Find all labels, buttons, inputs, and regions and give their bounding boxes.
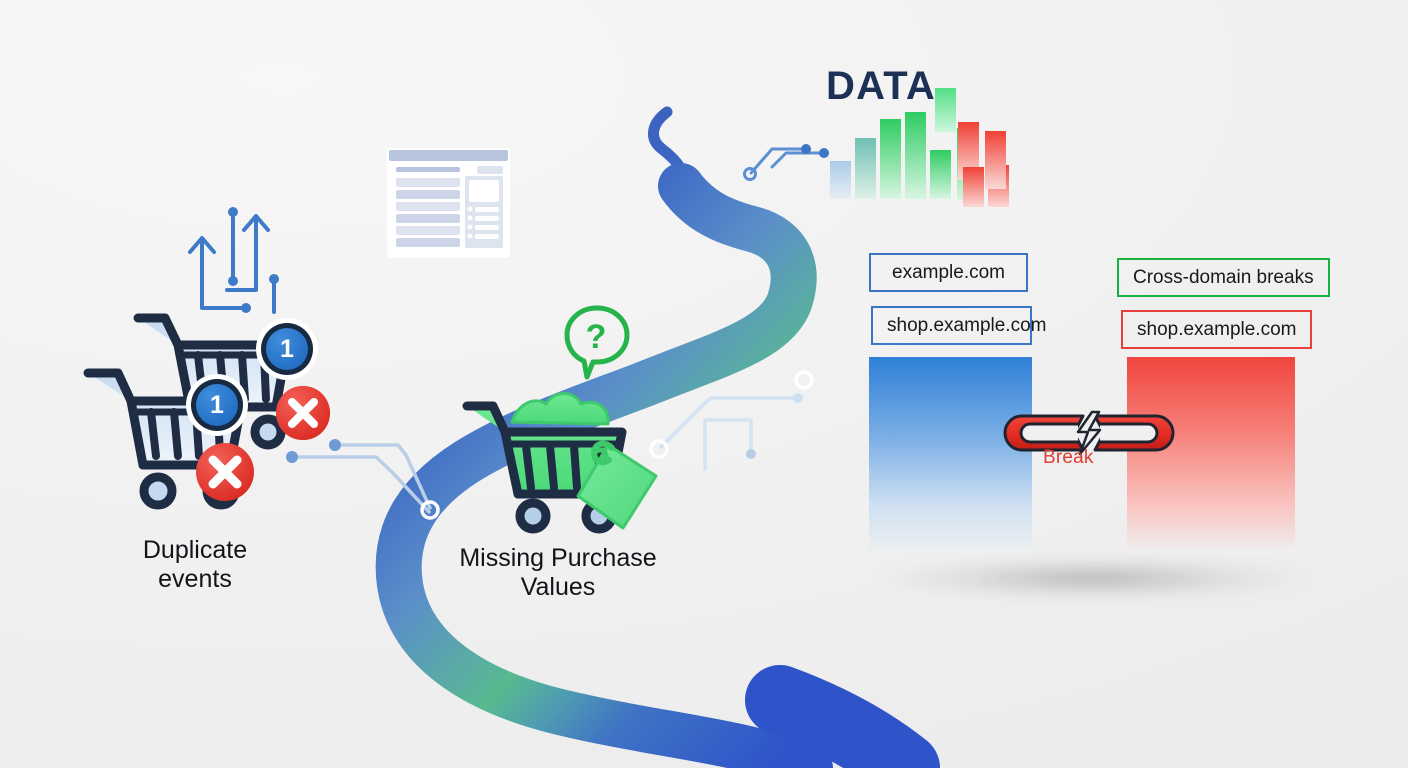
break-label: Break — [1043, 447, 1094, 468]
domain-chip-shop-blue: shop.example.com — [871, 306, 1046, 345]
panels-drop-shadow — [812, 556, 1372, 612]
question-bubble-icon: ? — [564, 305, 630, 380]
caption-duplicate-events: Duplicate events — [142, 536, 248, 593]
middle-circuit-lines — [649, 370, 814, 471]
chart-title: DATA — [826, 64, 936, 108]
domain-chip-cross-domain-breaks: Cross-domain breaks — [1117, 258, 1330, 297]
domain-chip-shop-red: shop.example.com — [1121, 310, 1313, 349]
left-circuit-lines — [286, 439, 440, 520]
caption-missing-purchase-values: Missing Purchase Values — [459, 544, 657, 601]
green-cart-with-price-tag-icon — [462, 392, 658, 534]
error-x-icon-upper — [276, 386, 330, 440]
badge-value: 1 — [196, 384, 238, 426]
cart-badge-count-2: 1 — [186, 374, 248, 436]
ribbon-bottom — [745, 665, 940, 768]
badge-value: 1 — [266, 328, 308, 370]
cart-badge-count-1: 1 — [256, 318, 318, 380]
upward-arrows-circuit — [188, 207, 279, 314]
broken-chain-link-icon — [1003, 410, 1175, 456]
domain-chip-example: example.com — [869, 253, 1028, 292]
error-x-icon-lower — [196, 443, 254, 501]
price-tag — [576, 440, 658, 530]
upper-circuit-lines — [743, 144, 829, 181]
blue-domain-panel — [869, 357, 1032, 553]
report-document-icon — [387, 148, 510, 258]
ribbon-main — [375, 163, 833, 768]
question-glyph: ? — [586, 318, 607, 356]
red-domain-panel — [1127, 357, 1295, 553]
